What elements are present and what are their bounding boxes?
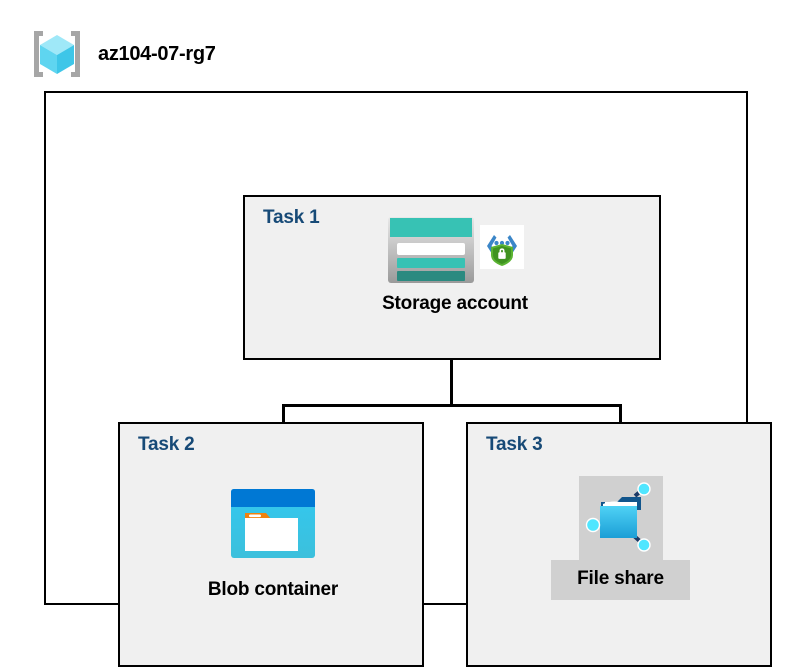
- blob-container-icon: [231, 489, 315, 558]
- resource-group-header: az104-07-rg7: [30, 28, 216, 80]
- task-box-3[interactable]: Task 3: [466, 422, 772, 667]
- node-file-share[interactable]: File share: [551, 476, 690, 600]
- node-caption-blob-container: Blob container: [207, 579, 339, 600]
- node-storage-account[interactable]: Storage account: [340, 215, 570, 315]
- task-box-2[interactable]: Task 2 Blob container: [118, 422, 424, 667]
- resource-group-container: Task 1: [44, 91, 772, 667]
- connector-horizontal-bar: [282, 404, 622, 407]
- resource-group-icon: [34, 31, 80, 77]
- task-label-1: Task 1: [263, 207, 320, 228]
- node-blob-container[interactable]: Blob container: [208, 486, 338, 601]
- storage-account-icon: [388, 217, 474, 283]
- task-box-1[interactable]: Task 1: [243, 195, 661, 360]
- file-share-icon: [585, 482, 651, 552]
- storage-account-icon-group: [386, 215, 524, 287]
- connector-task1-stem: [450, 360, 453, 407]
- task-label-3: Task 3: [486, 434, 543, 455]
- encryption-shield-icon: [480, 225, 524, 269]
- file-share-icon-highlight: [578, 476, 663, 560]
- node-caption-storage-account: Storage account: [382, 293, 528, 314]
- resource-group-name: az104-07-rg7: [98, 42, 216, 65]
- task-label-2: Task 2: [138, 434, 195, 455]
- node-caption-file-share: File share: [551, 560, 690, 600]
